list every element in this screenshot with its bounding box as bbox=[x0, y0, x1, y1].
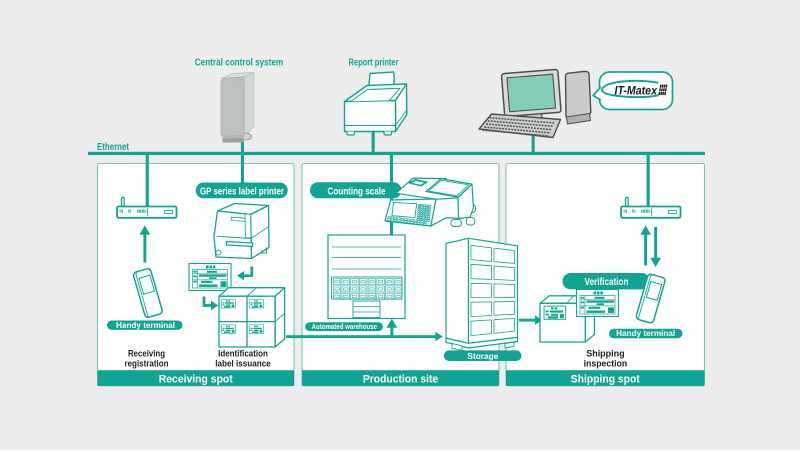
svg-text:label issuance: label issuance bbox=[215, 359, 271, 369]
svg-text:Receiving: Receiving bbox=[128, 348, 165, 358]
svg-text:Storage: Storage bbox=[467, 351, 498, 361]
svg-text:Shipping spot: Shipping spot bbox=[571, 374, 640, 386]
svg-text:Handy terminal: Handy terminal bbox=[116, 321, 175, 330]
svg-text:Ethernet: Ethernet bbox=[97, 142, 130, 153]
svg-text:registration: registration bbox=[125, 359, 169, 369]
svg-text:Production site: Production site bbox=[363, 374, 438, 386]
svg-text:Report printer: Report printer bbox=[349, 57, 399, 68]
svg-text:Automated warehouse: Automated warehouse bbox=[312, 322, 378, 331]
svg-text:Central control system: Central control system bbox=[195, 57, 284, 68]
svg-text:GP series label printer: GP series label printer bbox=[200, 186, 284, 197]
svg-text:Verification: Verification bbox=[585, 277, 629, 288]
svg-text:Counting scale: Counting scale bbox=[328, 186, 387, 197]
svg-text:Shipping: Shipping bbox=[586, 348, 624, 358]
svg-text:Receiving spot: Receiving spot bbox=[159, 374, 233, 386]
svg-text:Handy terminal: Handy terminal bbox=[616, 329, 675, 338]
svg-text:inspection: inspection bbox=[584, 359, 628, 369]
svg-text:Identification: Identification bbox=[218, 348, 268, 358]
svg-text:IT-Matex: IT-Matex bbox=[615, 83, 659, 97]
